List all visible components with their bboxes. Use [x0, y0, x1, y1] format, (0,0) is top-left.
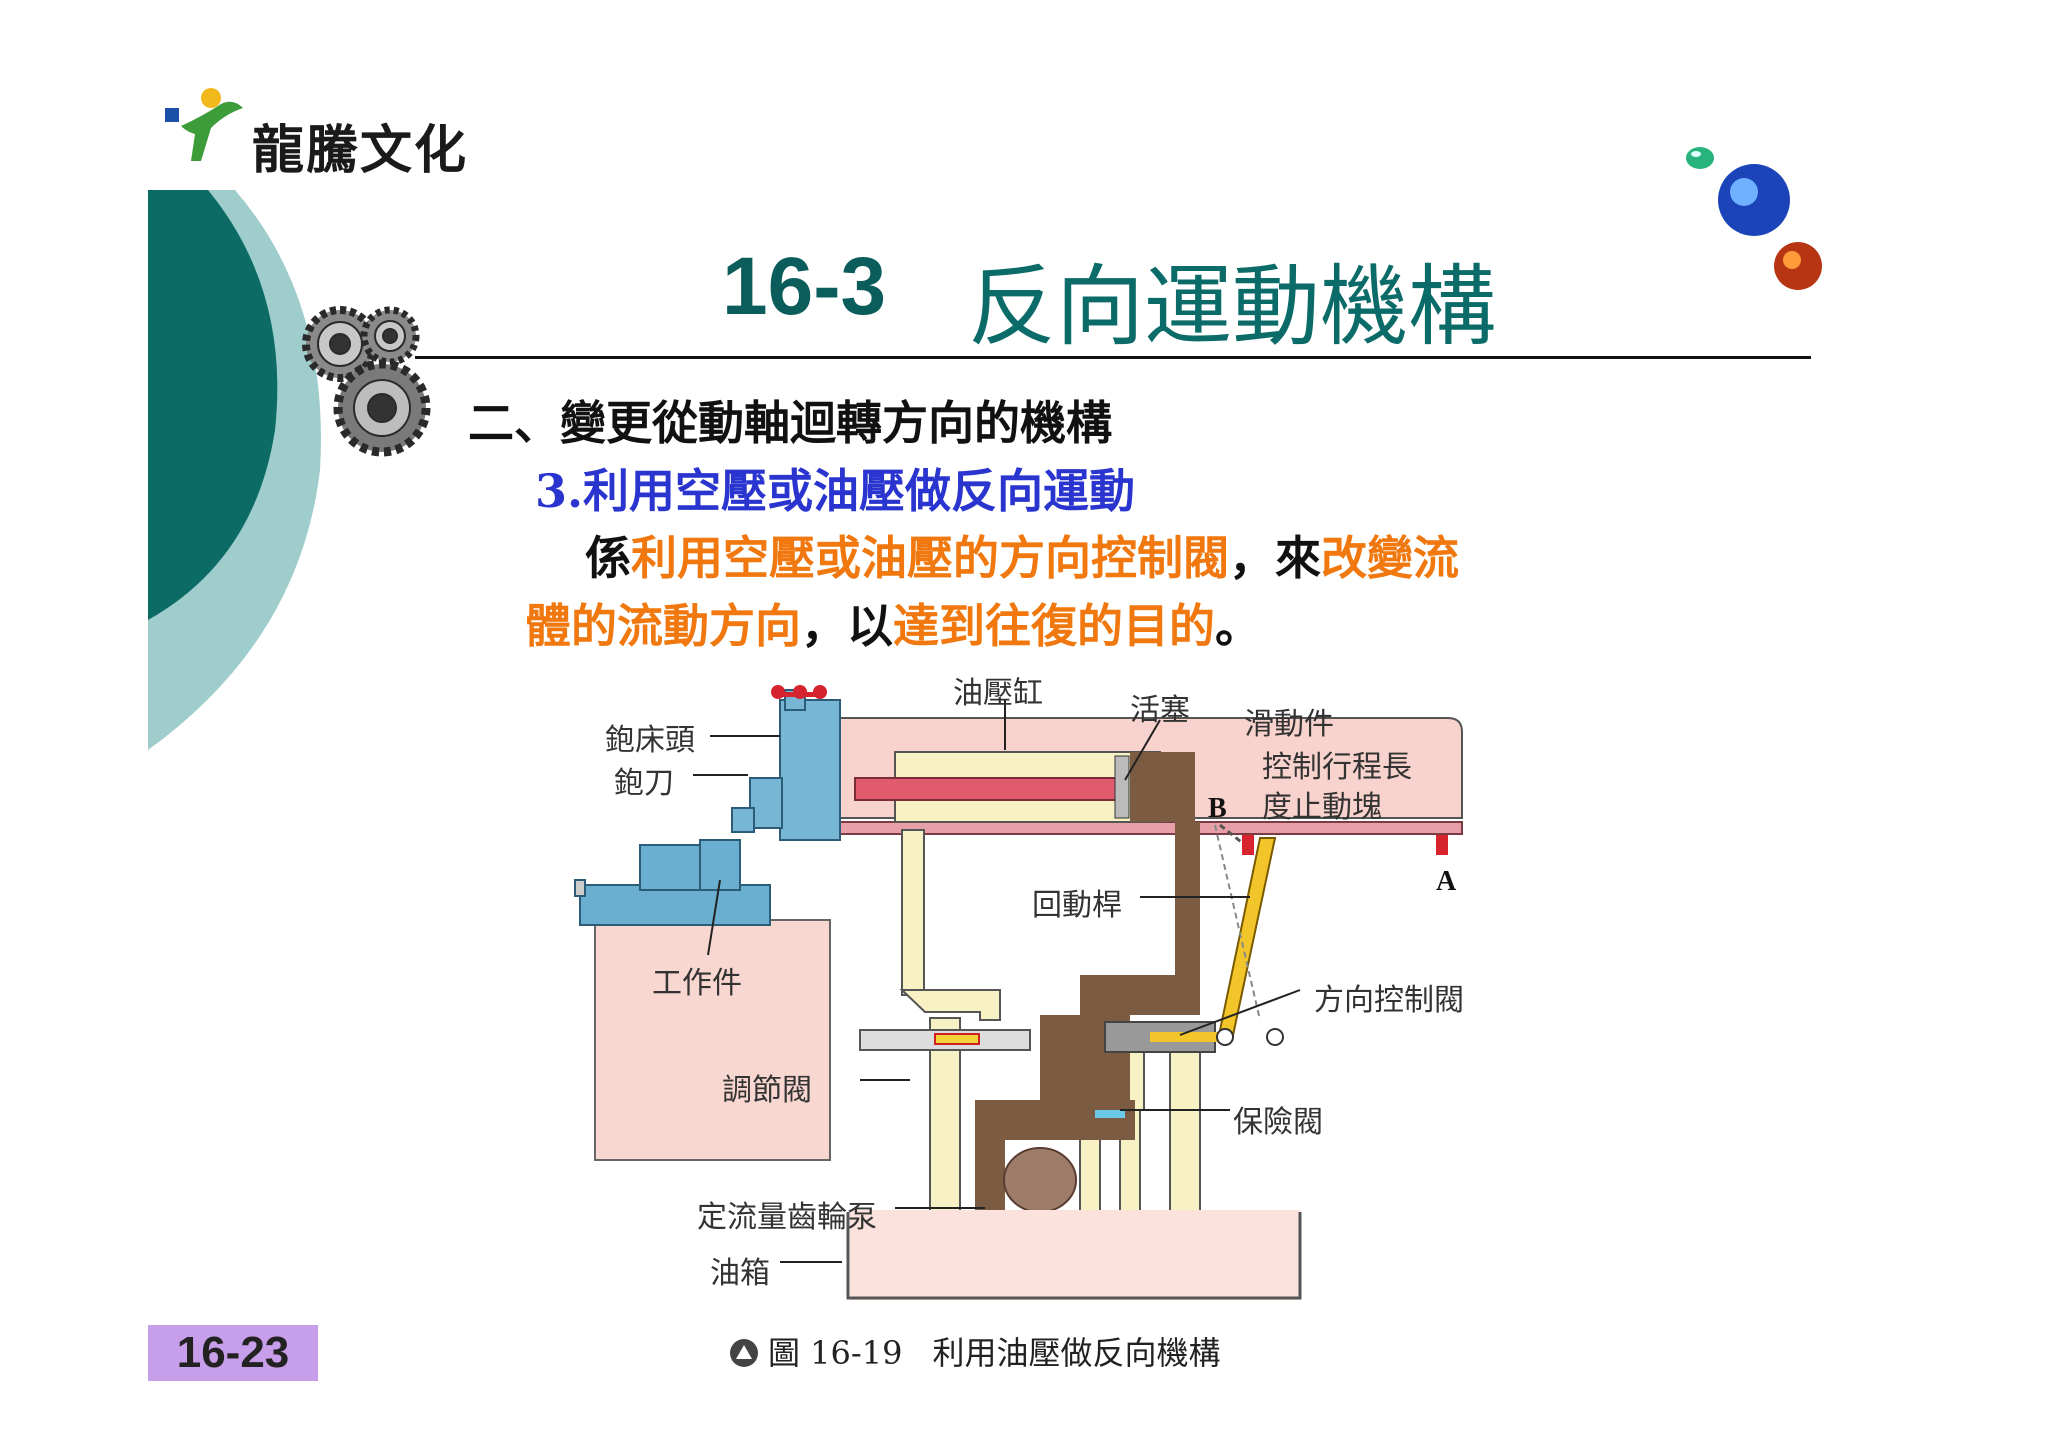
- section-number: 16-3: [722, 241, 887, 332]
- text-segment-highlight: 利用空壓或油壓的方向控制閥: [631, 531, 1229, 585]
- spheres-icon: [1686, 147, 1822, 290]
- label-return-rod: 回動桿: [1032, 888, 1122, 923]
- text-segment: 係: [585, 531, 631, 585]
- page-number: 16-23: [176, 1328, 290, 1377]
- label-cylinder: 油壓缸: [953, 676, 1043, 711]
- page-title: 反向運動機構: [968, 255, 1497, 358]
- text-segment: ，來: [1229, 531, 1321, 585]
- text-segment-highlight: 改變流: [1321, 531, 1459, 585]
- label-safety-valve: 保險閥: [1233, 1105, 1323, 1140]
- label-planer-head: 鉋床頭: [605, 723, 695, 758]
- body-text-line-2: 體的流動方向，以達到往復的目的。: [525, 590, 1261, 656]
- figure-title: 利用油壓做反向機構: [932, 1334, 1221, 1372]
- body-text-line-1: 係利用空壓或油壓的方向控制閥，來改變流: [585, 522, 1459, 588]
- label-slider: 滑動件: [1244, 707, 1334, 742]
- text-segment: 。: [1215, 599, 1261, 653]
- page-number-badge: 16-23: [148, 1325, 318, 1381]
- text-segment-highlight: 達到往復的目的: [893, 599, 1215, 653]
- gears-icon: [302, 306, 431, 457]
- subsection-heading: 3.利用空壓或油壓做反向運動: [535, 464, 1136, 518]
- logo-icon: [165, 88, 243, 161]
- figure-caption: 圖 16-19 利用油壓做反向機構: [728, 1328, 1220, 1374]
- label-cutter: 鉋刀: [614, 766, 674, 801]
- label-throttle-valve: 調節閥: [722, 1073, 812, 1108]
- title-divider: [415, 356, 1811, 359]
- label-piston: 活塞: [1130, 693, 1190, 728]
- logo-text: 龍騰文化: [252, 121, 469, 181]
- text-segment: ，以: [801, 599, 893, 653]
- figure-number: 圖 16-19: [768, 1334, 903, 1372]
- label-workpiece: 工作件: [652, 966, 742, 1001]
- section-heading: 二、變更從動軸迴轉方向的機構: [468, 396, 1112, 450]
- text-segment-highlight: 體的流動方向: [525, 599, 801, 653]
- left-decoration: [148, 190, 321, 750]
- label-point-b: B: [1208, 793, 1227, 824]
- label-direction-valve: 方向控制閥: [1314, 983, 1464, 1018]
- label-stroke-block: 控制行程長: [1262, 750, 1412, 785]
- label-gear-pump: 定流量齒輪泵: [697, 1200, 877, 1235]
- caption-triangle-icon: [730, 1339, 758, 1367]
- label-stroke-block-2: 度止動塊: [1262, 790, 1382, 825]
- label-oil-tank: 油箱: [710, 1256, 770, 1291]
- label-point-a: A: [1436, 866, 1457, 897]
